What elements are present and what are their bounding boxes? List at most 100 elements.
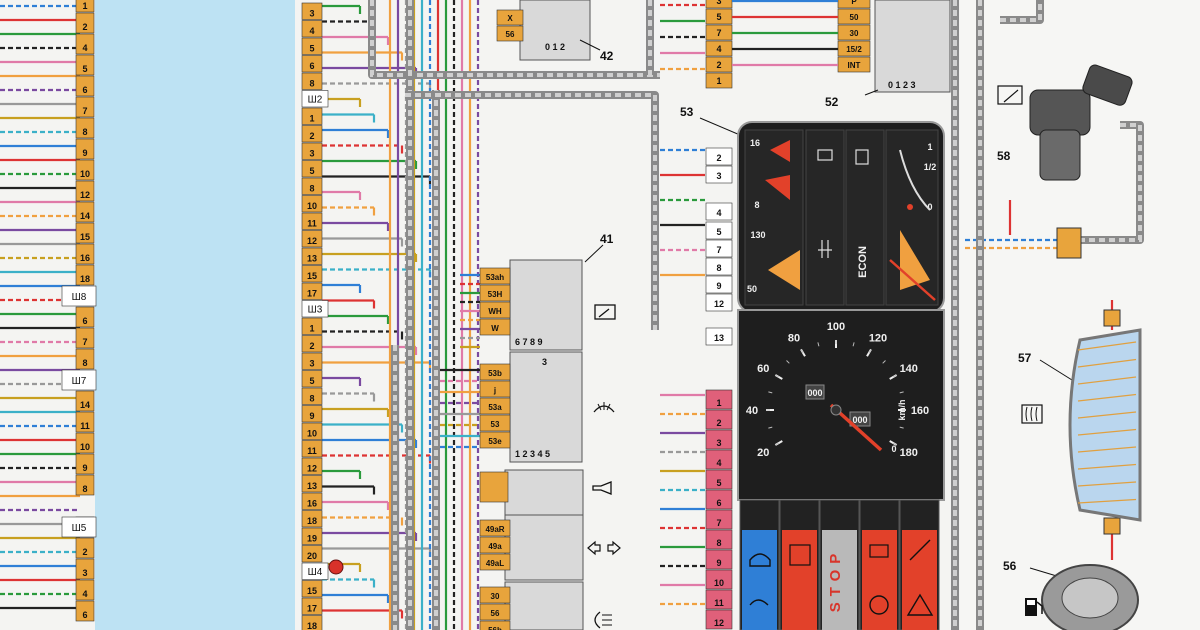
section-label: Ш4 (308, 567, 323, 578)
pin-number: 1 (82, 1, 87, 11)
connector-pin (301, 265, 323, 283)
pin-number: 5 (716, 227, 721, 237)
speedo-tick-label: 160 (911, 405, 929, 417)
component-57: 57 (1018, 328, 1142, 522)
connector-pin (301, 352, 323, 370)
heated-rear-window (1068, 328, 1142, 522)
low-beam-icon (749, 553, 771, 567)
washer-icon (593, 402, 615, 413)
pin-number: 13 (307, 254, 317, 264)
pin-number: 18 (80, 274, 90, 284)
connector-pin (301, 387, 323, 405)
terminal-label: 49a (488, 542, 502, 551)
pin-number: 8 (309, 394, 314, 404)
pin-number: 3 (716, 171, 721, 181)
battery-icon (817, 149, 833, 161)
pin-number: 12 (307, 464, 317, 474)
section-label: Ш8 (72, 292, 87, 303)
connector-pin (75, 75, 95, 97)
terminal-label: 56b (488, 626, 502, 630)
connector-pin (301, 282, 323, 300)
connector-pin (705, 609, 733, 630)
speed-unit-label: km/h (897, 399, 907, 420)
terminal-label: 53b (488, 369, 502, 378)
pin-number: 4 (309, 26, 314, 36)
connector-pin (705, 569, 733, 590)
connector-pin (705, 429, 733, 450)
pin-number: 8 (309, 184, 314, 194)
component-58: 58 (997, 64, 1133, 181)
pin-number: 10 (80, 442, 90, 452)
connector-pin (301, 475, 323, 493)
tach-label-130: 130 (750, 230, 765, 240)
c53-callout: 53 (680, 105, 694, 119)
connector-pin (301, 2, 323, 20)
c56-callout: 56 (1003, 559, 1017, 573)
connector-pin (301, 615, 323, 630)
connector-pin (1103, 517, 1121, 535)
section-label: Ш5 (72, 523, 87, 534)
connector-pin (75, 117, 95, 139)
fuel-empty-label: 0 (927, 202, 932, 212)
connector-pin (705, 589, 733, 610)
component-52: 0 1 2 3 52 (825, 0, 951, 109)
pin-number: 8 (716, 538, 721, 548)
connector-pin (75, 453, 95, 475)
pin-number: 9 (716, 281, 721, 291)
terminal-label: 53 (491, 420, 500, 429)
brake-lamp-icon (869, 595, 889, 615)
horn-icon (592, 481, 612, 495)
pin-number: 7 (716, 518, 721, 528)
warning-lamp (742, 530, 777, 630)
connector-pin (75, 558, 95, 580)
pin-number: 3 (82, 568, 87, 578)
pin-number: 11 (714, 598, 724, 608)
connector-pin (75, 222, 95, 244)
wiper-motor-icon (1029, 64, 1133, 181)
connector-pin (705, 293, 733, 312)
pin-number: 15 (80, 232, 90, 242)
pin-number: 8 (82, 358, 87, 368)
connector-pin (75, 348, 95, 370)
speedo-tick-label: 180 (900, 447, 918, 459)
c41-b-top: 3 (542, 357, 547, 367)
c42-positions: 0 1 2 (545, 42, 565, 52)
connector-pin (705, 409, 733, 430)
connector-pin (75, 390, 95, 412)
pin-number: 4 (716, 458, 721, 468)
middle-connector-block: 3456812358101112131517123589101112131618… (301, 2, 344, 630)
connector-pin (75, 327, 95, 349)
connector-pin (75, 537, 95, 559)
pin-number: 4 (716, 208, 721, 218)
pin-number: 16 (80, 253, 90, 263)
c42-callout: 42 (600, 49, 614, 63)
connector-pin (1103, 309, 1121, 327)
c52-callout: 52 (825, 95, 839, 109)
connector-pin (301, 335, 323, 353)
connector-pin (301, 422, 323, 440)
pin-number: 12 (714, 618, 724, 628)
terminal-label: j (493, 386, 496, 395)
pin-number: 2 (82, 547, 87, 557)
pin-number: 8 (716, 263, 721, 273)
pin-number: 6 (309, 61, 314, 71)
pin-number: 7 (716, 245, 721, 255)
connector-pin (301, 107, 323, 125)
connector-pin (75, 600, 95, 622)
pin-number: 13 (714, 333, 724, 343)
pin-number: 11 (307, 219, 317, 229)
connector-pin (75, 0, 95, 13)
connector-pin (75, 474, 95, 496)
connector-pin (705, 449, 733, 470)
connector-pin (301, 597, 323, 615)
terminal-label: 56 (491, 609, 500, 618)
rear-defrost-icon (1021, 404, 1043, 424)
tach-label-50: 50 (747, 284, 757, 294)
pin-number: 2 (309, 131, 314, 141)
connector-pin (75, 180, 95, 202)
